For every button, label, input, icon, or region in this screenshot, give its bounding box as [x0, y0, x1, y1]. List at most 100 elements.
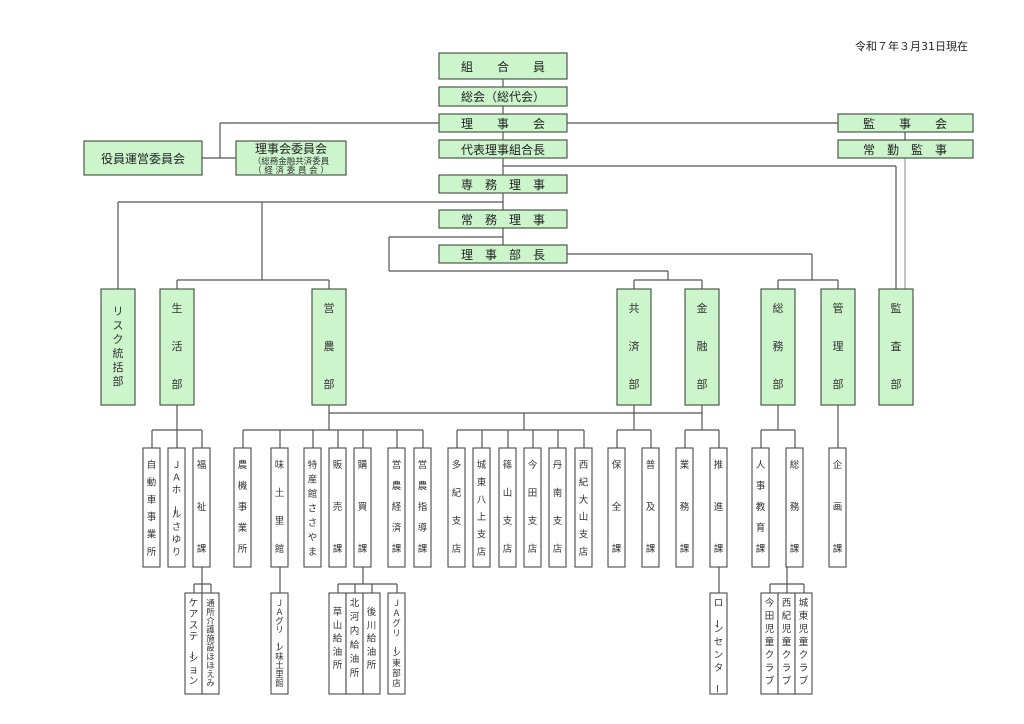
label: リスク統括部: [113, 305, 124, 388]
subunit-西紀児童クラブ: 西紀児童クラブ: [777, 592, 796, 695]
label: 生活部: [172, 301, 183, 391]
department-kanri: 管理部: [820, 288, 856, 406]
box-senmu: 専 務 理 事: [438, 174, 568, 194]
label: 西紀大山支店: [579, 460, 589, 558]
president-label: 代表理事組合長: [461, 142, 545, 157]
members-label: 組 合 員: [461, 59, 545, 74]
department-somu: 総務部: [760, 288, 796, 406]
fulltime-auditor-label: 常 勤 監 事: [863, 142, 947, 157]
label: 丹南支店: [553, 460, 563, 555]
subunit-今田児童クラブ: 今田児童クラブ: [760, 592, 779, 695]
section-ＪＡホールさゆり: ＪＡホールさゆり: [167, 447, 186, 568]
box-members: 組 合 員: [438, 52, 568, 80]
box-fulltime-auditor: 常 勤 監 事: [837, 139, 974, 159]
label: 城東八上支店: [477, 460, 487, 558]
section-購買課: 購買課: [353, 447, 372, 568]
label: ＪＡグリーン味土里館: [272, 599, 284, 689]
officers-committee-label: 役員運営委員会: [101, 151, 185, 166]
department-risk: リスク統括部: [100, 288, 136, 406]
label: 通所介護施設ほほえみ: [206, 598, 215, 689]
label: 西紀児童クラブ: [782, 598, 792, 687]
label: ＪＡグリーン東部店: [389, 599, 401, 689]
section-総務課: 総務課: [785, 447, 804, 568]
box-general-assembly: 総会（総代会）: [438, 86, 568, 107]
subunit-草山給油所: 草山給油所: [328, 592, 347, 695]
label: 特産館ささやま: [308, 459, 318, 558]
section-営農経済課: 営農経済課: [387, 447, 406, 568]
box-officers-committee: 役員運営委員会: [83, 140, 203, 176]
label: 監査部: [891, 301, 902, 391]
label: 城東児童クラブ: [799, 598, 809, 687]
box-president: 代表理事組合長: [438, 139, 568, 159]
section-普及課: 普及課: [641, 447, 660, 568]
label: 購買課: [358, 459, 368, 555]
departments: リスク統括部 生活部 営農部 共済部 金融部 総務部 管理部 監査部: [100, 288, 914, 406]
general-assembly-label: 総会（総代会）: [461, 90, 545, 104]
jomu-label: 常 務 理 事: [461, 213, 545, 227]
box-board-committee: 理事会委員会 （総務金融共済委員 （ 経 済 委 員 会 ）: [235, 140, 347, 176]
section-丹南支店: 丹南支店: [548, 447, 567, 568]
section-農機事業所: 農機事業所: [233, 447, 252, 568]
label: 後川給油所: [367, 606, 377, 671]
label: 管理部: [833, 301, 844, 391]
label: ＪＡホールさゆり: [169, 460, 182, 558]
label: 多紀支店: [452, 459, 462, 555]
subunit-通所介護施設ほほえみ: 通所介護施設ほほえみ: [201, 592, 220, 695]
label: 営農部: [324, 301, 335, 391]
department-kinyu: 金融部: [684, 288, 720, 406]
section-販売課: 販売課: [328, 447, 347, 568]
label: ケアステーション: [186, 598, 199, 687]
section-営農指導課: 営農指導課: [413, 447, 432, 568]
label: 総務部: [773, 301, 784, 391]
section-西紀大山支店: 西紀大山支店: [574, 447, 593, 568]
subunit-ケアステーション: ケアステーション: [184, 592, 203, 695]
label: 北河内給油所: [350, 598, 360, 679]
senmu-label: 専 務 理 事: [461, 178, 545, 192]
section-多紀支店: 多紀支店: [447, 447, 466, 568]
label: 今田支店: [528, 459, 538, 555]
department-einou: 営農部: [311, 288, 347, 406]
section-業務課: 業務課: [675, 447, 694, 568]
department-kyosai: 共済部: [616, 288, 652, 406]
board-committee-label: 理事会委員会: [255, 142, 327, 156]
label: 金融部: [697, 301, 708, 391]
section-福祉課: 福祉課: [192, 447, 211, 568]
subunit-ＪＡグリーン味土里館: ＪＡグリーン味土里館: [270, 592, 289, 695]
box-board: 理 事 会: [438, 113, 568, 133]
box-auditors: 監 事 会: [837, 113, 974, 133]
label: 草山給油所: [333, 606, 343, 671]
label: 普及課: [646, 459, 656, 555]
label: 営農経済課: [392, 459, 402, 555]
label: 総務課: [790, 459, 800, 555]
section-特産館ささやま: 特産館ささやま: [303, 447, 322, 568]
section-城東八上支店: 城東八上支店: [472, 447, 491, 568]
subunit-北河内給油所: 北河内給油所: [345, 592, 364, 695]
section-企画課: 企画課: [828, 447, 847, 568]
label: 自動車事業所: [147, 459, 157, 558]
label: 販売課: [333, 459, 343, 555]
label: 業務課: [680, 459, 690, 555]
department-seikatsu: 生活部: [159, 288, 195, 406]
label: 推進課: [714, 459, 724, 555]
label: 共済部: [629, 302, 640, 391]
label: 今田児童クラブ: [765, 597, 775, 687]
auditors-label: 監 事 会: [863, 116, 947, 131]
box-bucho: 理 事 部 長: [438, 244, 568, 264]
subunit-城東児童クラブ: 城東児童クラブ: [794, 592, 813, 695]
label: 人事教育課: [756, 460, 766, 555]
section-自動車事業所: 自動車事業所: [142, 447, 161, 568]
label: ローンセンター: [711, 598, 724, 694]
section-篠山支店: 篠山支店: [498, 447, 517, 568]
bucho-label: 理 事 部 長: [461, 247, 545, 262]
section-味土里館: 味土里館: [270, 447, 289, 568]
label: 企画課: [833, 459, 843, 555]
board-committee-sub1: （総務金融共済委員: [253, 156, 330, 167]
board-committee-sub2: （ 経 済 委 員 会 ）: [253, 165, 329, 176]
as-of-date: 令和７年３月31日現在: [855, 39, 968, 53]
subunit-ＪＡグリーン東部店: ＪＡグリーン東部店: [387, 592, 406, 695]
box-jomu: 常 務 理 事: [438, 209, 568, 229]
label: 営農指導課: [418, 459, 428, 555]
